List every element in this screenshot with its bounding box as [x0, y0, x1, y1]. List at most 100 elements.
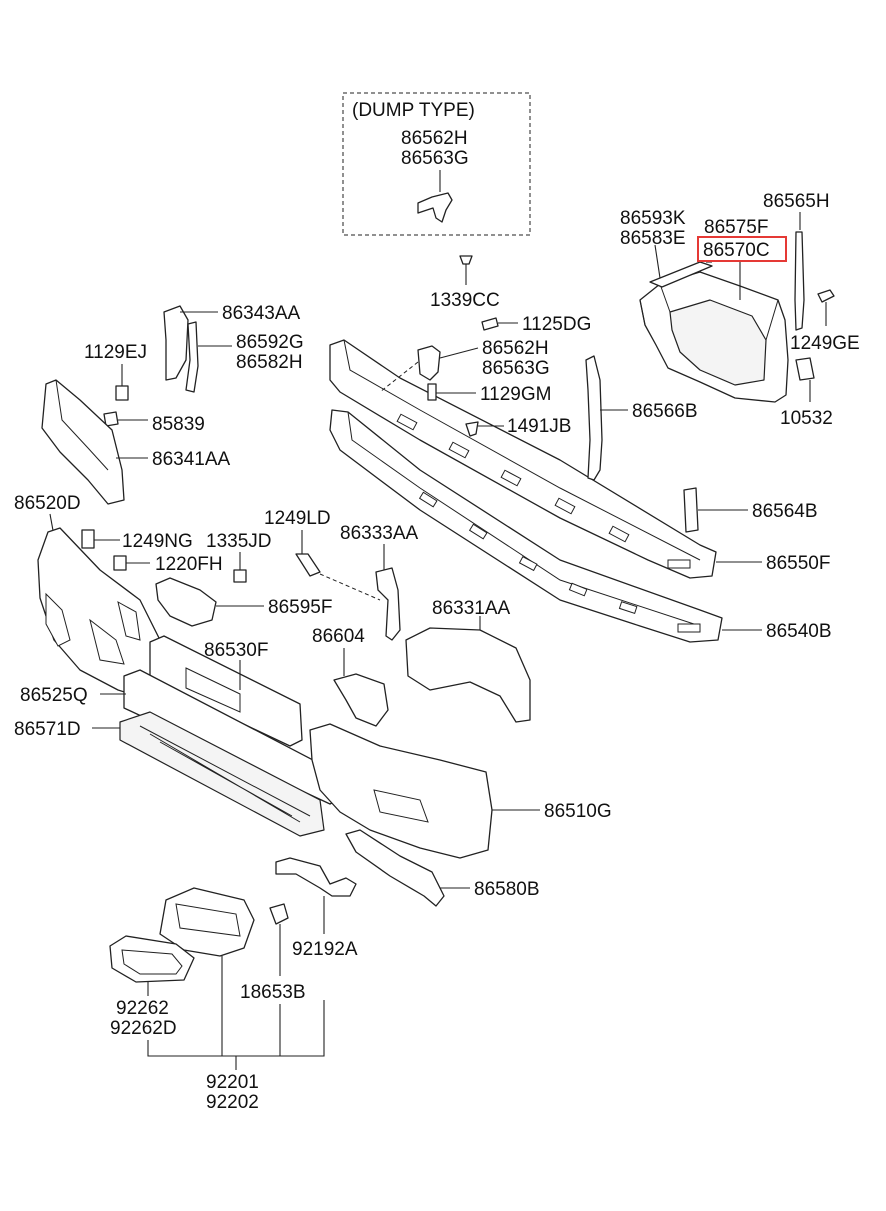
label-1249GE: 1249GE [790, 333, 860, 354]
label-86566B: 86566B [632, 401, 698, 422]
bracket-86604-part [333, 673, 389, 727]
bumper-slot [117, 601, 141, 641]
dump-type-inset-frame [342, 92, 531, 236]
label-18653B: 18653B [240, 982, 306, 1003]
label-1249NG: 1249NG [122, 531, 193, 552]
bracket-86343aa-part [163, 305, 189, 381]
lower-beam-slot [568, 582, 588, 597]
panel-86530f-opening [185, 667, 241, 713]
label-1339CC: 1339CC [430, 290, 500, 311]
label-1129GM: 1129GM [480, 384, 551, 405]
bolt-1249ng-part [81, 529, 95, 549]
label-86343AA: 86343AA [222, 303, 301, 324]
label-86575F: 86575F [704, 217, 768, 238]
label-92201: 92201 [206, 1072, 259, 1093]
bumper-cover-86510g-part [309, 723, 493, 859]
label-86570C: 86570C [703, 240, 770, 261]
label-92202: 92202 [206, 1092, 259, 1113]
label-86525Q: 86525Q [20, 685, 88, 706]
rod-86565h-part [794, 231, 805, 331]
label-86582H: 86582H [236, 352, 303, 373]
label-86565H: 86565H [763, 191, 830, 212]
lower-beam-ridge [347, 411, 701, 627]
strap-86566b-part [585, 355, 603, 481]
bracket-86592g-part [185, 321, 199, 393]
bracket-86564b-part [683, 487, 699, 533]
label-86571D: 86571D [14, 719, 81, 740]
leader-86593k [654, 244, 661, 279]
label-86530F: 86530F [204, 640, 268, 661]
bolt-1129ej-part [115, 385, 129, 401]
label-10532: 10532 [780, 408, 833, 429]
label-86331AA: 86331AA [432, 598, 511, 619]
lower-beam-slot [518, 556, 538, 572]
lower-beam-slot [618, 601, 638, 614]
upper-beam-slot [500, 469, 522, 487]
lower-beam-slot [418, 491, 438, 508]
label-92262: 92262 [116, 998, 169, 1019]
bulb-18653b-part [269, 903, 289, 925]
label-1335JD: 1335JD [206, 531, 272, 552]
label-86564B: 86564B [752, 501, 818, 522]
bumper-fog-opening [45, 592, 71, 647]
lower-beam-slot [677, 623, 701, 633]
bolt-1125dg-part [481, 317, 499, 331]
label-86604: 86604 [312, 626, 365, 647]
label-86583E: 86583E [620, 228, 686, 249]
label-86563G: 86563G [482, 358, 550, 379]
nut-1335jd-part [233, 569, 247, 583]
label-86595F: 86595F [268, 597, 332, 618]
label-92192A: 92192A [292, 939, 358, 960]
label-1491JB: 1491JB [507, 416, 571, 437]
upper-beam-ridge [343, 339, 701, 561]
label-86341AA: 86341AA [152, 449, 231, 470]
clip-85839-part [103, 411, 119, 427]
label-86520D: 86520D [14, 493, 81, 514]
clip-1339cc-part [459, 255, 473, 265]
dump-type-title: (DUMP TYPE) [352, 100, 475, 121]
upper-beam-slot [396, 413, 418, 431]
wiring-92192a-part [275, 857, 357, 897]
bracket-86595f-part [155, 577, 217, 627]
upper-beam-slot [608, 525, 630, 543]
label-86550F: 86550F [766, 553, 830, 574]
bezel-opening [121, 949, 183, 975]
label-86592G: 86592G [236, 332, 304, 353]
side-panel-ridge [55, 379, 109, 471]
inset-part-86563G: 86563G [401, 148, 469, 169]
label-86333AA: 86333AA [340, 523, 419, 544]
label-86510G: 86510G [544, 801, 612, 822]
label-1220FH: 1220FH [155, 554, 223, 575]
label-86540B: 86540B [766, 621, 832, 642]
upper-strip-part [649, 261, 713, 288]
side-cover-86331aa-part [405, 627, 531, 723]
upper-beam-slot [448, 441, 470, 459]
radiator-support-opening [669, 299, 767, 386]
highlight-box-86570C [697, 236, 787, 262]
inset-part-86562H: 86562H [401, 128, 468, 149]
radiator-support-edges [639, 283, 779, 341]
bumper-cover-opening [373, 789, 429, 823]
label-85839: 85839 [152, 414, 205, 435]
foglamp-lens [175, 903, 241, 937]
lower-beam-slot [468, 523, 488, 540]
leader-86562h [439, 347, 479, 359]
lower-beam-part [329, 409, 723, 643]
label-1129EJ: 1129EJ [84, 342, 147, 363]
bracket-dash-line [379, 361, 419, 393]
bracket-86562h-part [417, 345, 441, 381]
bolt-1249ge-part [817, 289, 835, 303]
bolt-1249ld-dash [319, 573, 381, 601]
skidplate-grid [139, 725, 311, 823]
clip-10532-part [795, 357, 815, 381]
bolt-1129gm-part [427, 383, 437, 401]
label-86593K: 86593K [620, 208, 686, 229]
label-92262D: 92262D [110, 1018, 177, 1039]
upper-beam-slot [667, 559, 691, 569]
nut-1220fh-part [113, 555, 127, 571]
bumper-fog-opening [89, 618, 125, 665]
upper-beam-slot [554, 497, 576, 515]
label-1125DG: 1125DG [522, 314, 591, 335]
